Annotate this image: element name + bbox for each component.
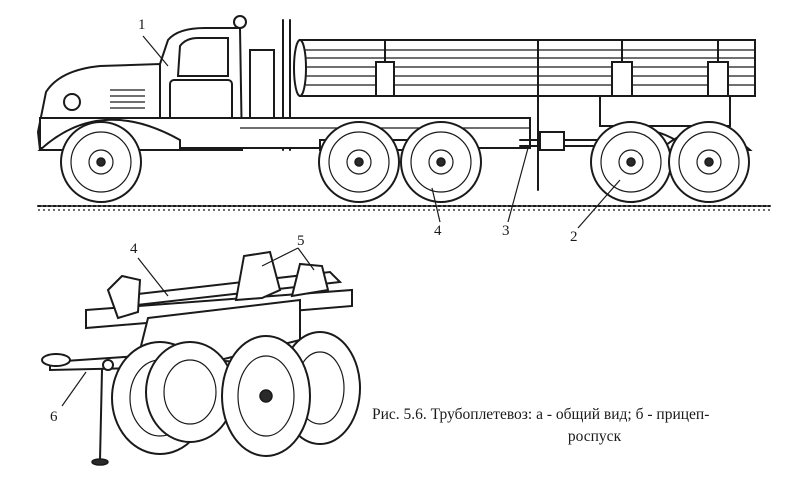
wheel-rear-2 — [400, 121, 482, 203]
label-4-bottom: 4 — [130, 241, 138, 257]
caption-line-2: роспуск — [567, 428, 622, 445]
ground-line — [37, 205, 771, 211]
wheel-dolly-1 — [590, 121, 672, 203]
label-2: 2 — [570, 229, 578, 245]
trailer-dolly-side — [590, 95, 753, 203]
wheel-iso-front-left — [145, 341, 235, 443]
wheel-front — [60, 121, 142, 203]
caption-line-1: Рис. 5.6. Трубоплетевоз: а - общий вид; … — [372, 406, 710, 423]
label-4-top: 4 — [434, 223, 442, 239]
drawbar — [519, 39, 601, 191]
pipe-bundle — [293, 39, 756, 97]
trailer-dolly-isometric — [41, 250, 361, 466]
pipe-supports — [375, 39, 729, 97]
wheel-rear-1 — [318, 121, 400, 203]
truck-wheels — [60, 121, 482, 203]
wheel-iso-front-right — [221, 335, 311, 457]
leader-lines-bottom — [61, 247, 315, 407]
label-5: 5 — [297, 233, 305, 249]
label-1: 1 — [138, 17, 146, 33]
figure-caption: Рис. 5.6. Трубоплетевоз: а - общий вид; … — [372, 404, 777, 448]
wheel-dolly-2 — [668, 121, 750, 203]
label-3: 3 — [502, 223, 510, 239]
label-6: 6 — [50, 409, 58, 425]
leader-lines-top — [142, 35, 621, 229]
